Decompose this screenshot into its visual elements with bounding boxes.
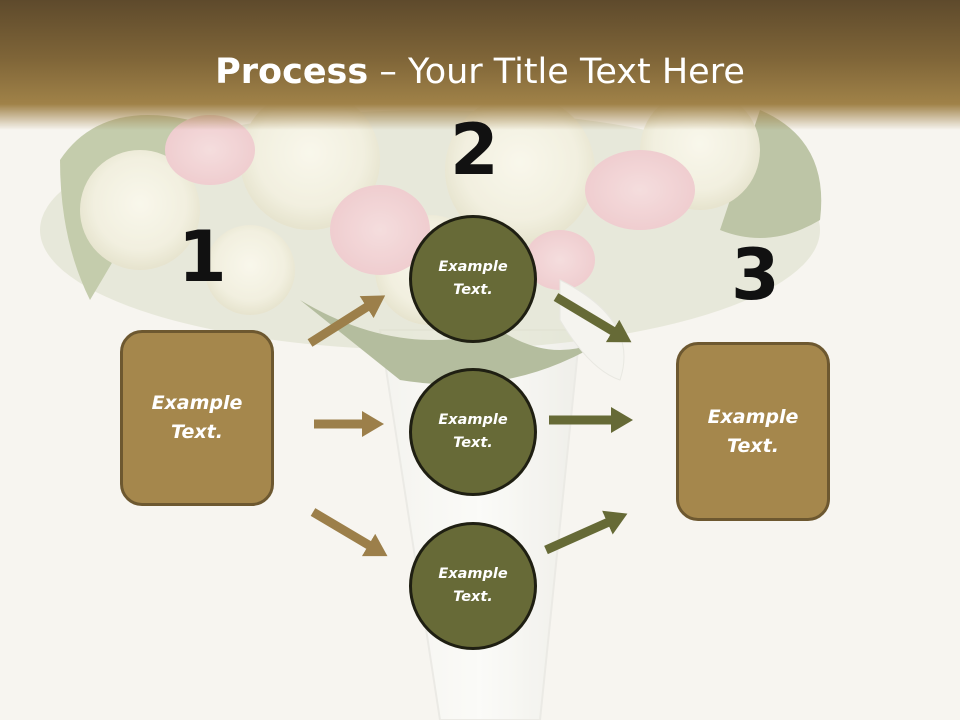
title-rest: – Your Title Text Here [368, 52, 745, 92]
circle-bottom-text: Example Text. [438, 566, 508, 605]
step-2-circle-bottom: Example Text. [409, 522, 537, 650]
arrow-right-bottom [544, 510, 628, 555]
step-number-2: 2 [450, 109, 499, 191]
circle-top-text: Example Text. [438, 259, 508, 298]
step-1-text: Example Text. [151, 392, 243, 443]
page-title: Process – Your Title Text Here [0, 52, 960, 92]
step-1-box: Example Text. [120, 330, 274, 506]
arrow-left-bottom [310, 508, 388, 557]
arrow-left-top [307, 295, 386, 347]
title-bar [0, 0, 960, 130]
step-2-circle-middle: Example Text. [409, 368, 537, 496]
step-2-circle-top: Example Text. [409, 215, 537, 343]
title-bold: Process [215, 52, 369, 92]
arrow-right-top [553, 293, 632, 343]
step-number-1: 1 [178, 216, 227, 298]
step-3-text: Example Text. [707, 405, 799, 457]
step-3-box: Example Text. [676, 342, 830, 521]
step-number-3: 3 [731, 234, 780, 316]
circle-middle-text: Example Text. [438, 412, 508, 451]
